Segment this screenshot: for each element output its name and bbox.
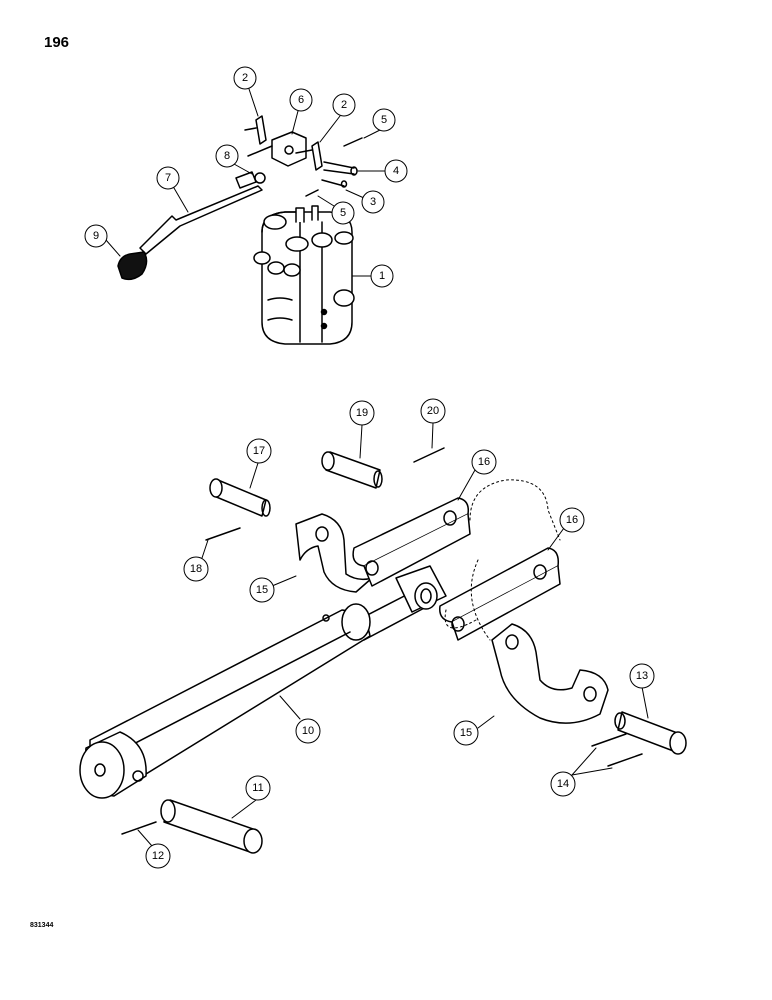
callout-16a: 16 [457, 449, 497, 501]
callout-19: 19 [349, 400, 375, 459]
pin [305, 137, 363, 197]
callout-11: 11 [231, 775, 271, 819]
page-number: 196 [44, 34, 70, 51]
callout-label: 13 [636, 670, 648, 682]
callout-15a: 15 [249, 575, 297, 603]
callout-4: 4 [357, 159, 408, 183]
link-plate [352, 497, 561, 641]
callout-16b: 16 [547, 507, 585, 551]
callout-5b: 5 [317, 195, 355, 225]
callout-10: 10 [279, 695, 321, 744]
callout-label: 15 [256, 584, 268, 596]
callout-label: 3 [370, 196, 376, 208]
callout-8: 8 [215, 144, 253, 175]
phantom-bracket [444, 479, 561, 641]
control-lever [117, 171, 266, 281]
callout-15b: 15 [453, 715, 495, 746]
callout-label: 12 [152, 850, 164, 862]
callout-label: 4 [393, 165, 399, 177]
mounting-bracket [295, 513, 609, 724]
callout-label: 14 [557, 778, 569, 790]
drawing-code: 831344 [30, 922, 54, 929]
callout-label: 10 [302, 725, 314, 737]
callout-label: 5 [340, 207, 346, 219]
callout-label: 16 [566, 514, 578, 526]
clevis [247, 131, 307, 167]
callout-12: 12 [137, 829, 171, 869]
control-valve [253, 205, 355, 345]
callout-label: 18 [190, 563, 202, 575]
callout-2a: 2 [233, 66, 259, 117]
callout-14: 14 [550, 747, 613, 797]
callout-label: 16 [478, 456, 490, 468]
callouts: 1 2 6 2 5 8 4 3 5 7 9 19 20 17 16 16 18 … [84, 66, 655, 869]
callout-17: 17 [246, 438, 272, 489]
callout-label: 19 [356, 407, 368, 419]
link [244, 115, 323, 171]
callout-3: 3 [345, 189, 385, 214]
callout-label: 8 [224, 150, 230, 162]
callout-2b: 2 [319, 93, 356, 143]
callout-20: 20 [420, 398, 446, 449]
callout-5a: 5 [363, 108, 396, 139]
callout-label: 9 [93, 230, 99, 242]
callout-label: 15 [460, 727, 472, 739]
callout-9: 9 [84, 224, 121, 257]
pin [121, 447, 687, 854]
callout-6: 6 [289, 88, 313, 135]
callout-label: 5 [381, 114, 387, 126]
callout-13: 13 [629, 663, 655, 719]
callout-label: 17 [253, 445, 265, 457]
callout-label: 2 [242, 72, 248, 84]
hydraulic-cylinder [79, 565, 447, 799]
callout-7: 7 [156, 166, 189, 213]
callout-18: 18 [183, 539, 209, 582]
callout-label: 6 [298, 94, 304, 106]
callout-label: 7 [165, 172, 171, 184]
callout-label: 1 [379, 270, 385, 282]
callout-label: 11 [252, 782, 263, 794]
callout-label: 20 [427, 405, 439, 417]
callout-label: 2 [341, 99, 347, 111]
callout-1: 1 [351, 264, 394, 288]
